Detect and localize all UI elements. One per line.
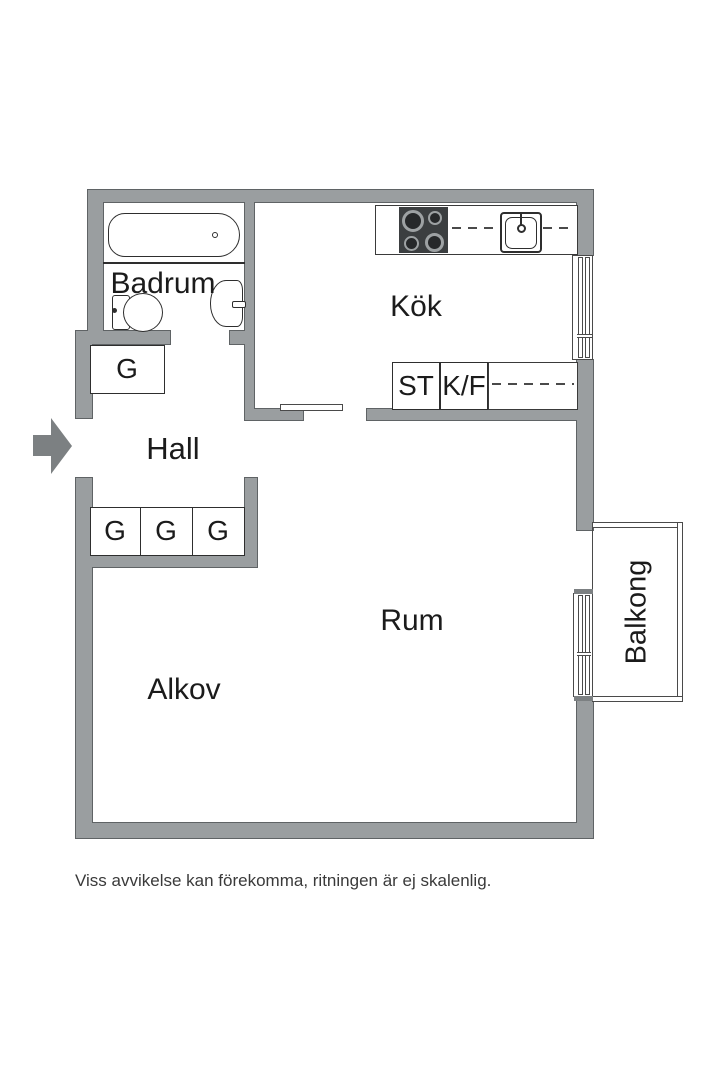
kitchen-window-rail-1 [578, 257, 583, 358]
wall-bathroom-bottom-left [76, 331, 170, 344]
bathtub-drain [212, 232, 218, 238]
balcony-door-rail-1 [578, 595, 583, 695]
sliding-door-leaf [280, 404, 343, 411]
entrance-arrow-tail [33, 435, 52, 456]
kitchen-faucet-line [520, 213, 522, 226]
wall-hall-room-left [245, 409, 303, 420]
cabinet-label-kf: K/F [442, 370, 486, 401]
balcony-door-crossbar [577, 652, 591, 656]
wall-left-lower [76, 478, 92, 838]
wall-closet-nook-stub [245, 478, 257, 567]
balcony-edge-left-line [592, 526, 593, 592]
closet-hall [90, 345, 165, 394]
balcony-edge-bottom [592, 696, 683, 702]
cabinet-counter-right [488, 362, 578, 410]
room-label-badrum: Badrum [110, 267, 216, 300]
wall-top [88, 190, 593, 202]
wall-right-bottom [577, 698, 593, 823]
counter-dashed-line-left [452, 227, 500, 229]
kitchen-faucet-dot [517, 224, 526, 233]
room-label-alkov: Alkov [147, 673, 221, 706]
wall-bottom [76, 823, 593, 838]
balcony-door-cap-top [574, 589, 593, 594]
entrance-arrow-icon [51, 418, 72, 474]
stove-burner-1 [402, 210, 424, 232]
wall-kitchen-room [367, 409, 578, 420]
stove-burner-2 [428, 211, 442, 225]
wall-left-bathroom [88, 202, 103, 344]
balcony-edge-top [592, 522, 683, 528]
room-label-rum: Rum [380, 604, 444, 637]
closet-label-1: G [104, 515, 126, 546]
wall-bathroom-bottom-stub [230, 331, 246, 344]
wall-left-mid [76, 344, 92, 418]
cabinet-label-st: ST [398, 370, 434, 401]
closet-2 [140, 507, 193, 556]
wall-closet-nook-bottom [76, 555, 257, 567]
closet-3 [192, 507, 245, 556]
disclaimer-text: Viss avvikelse kan förekomma, ritningen … [75, 871, 492, 890]
closet-label-hall: G [116, 353, 138, 384]
closet-label-3: G [207, 515, 229, 546]
room-label-balkong: Balkong [620, 559, 653, 665]
bathtub-edge-line [103, 262, 245, 264]
cabinet-st [392, 362, 440, 410]
room-label-hall: Hall [146, 431, 200, 466]
wall-right-top [577, 202, 593, 255]
kitchen-window-rail-2 [585, 257, 590, 358]
bathtub [108, 213, 240, 257]
cabinet-dashed-line [492, 383, 574, 385]
wall-right-mid [577, 360, 593, 530]
wall-divider-bath-kitchen [245, 202, 254, 420]
cabinet-kf [440, 362, 488, 410]
bathroom-sink-faucet [232, 301, 246, 308]
balcony-door-cap-bottom [574, 696, 593, 701]
toilet-bowl [123, 293, 163, 332]
balcony-edge-right [677, 522, 683, 702]
kitchen-window-crossbar [577, 334, 592, 338]
balcony-door-rail-2 [585, 595, 590, 695]
balcony-door-frame [573, 593, 593, 697]
counter-dashed-line-right [543, 227, 574, 229]
closet-label-2: G [155, 515, 177, 546]
toilet-flush-dot [112, 308, 117, 313]
stove-burner-4 [425, 233, 444, 252]
stove-burner-3 [404, 236, 419, 251]
room-label-kok: Kök [390, 290, 442, 323]
